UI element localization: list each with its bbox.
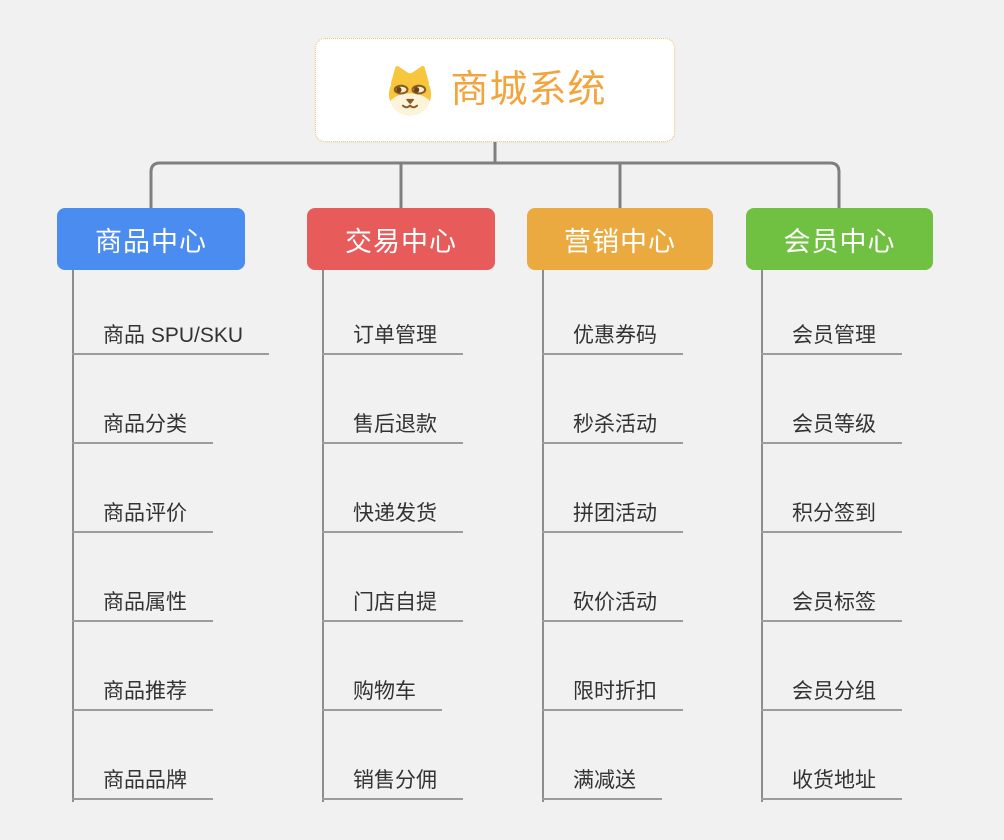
root-node[interactable]: 商城系统: [315, 38, 675, 142]
leaf-node[interactable]: 订单管理: [322, 266, 463, 355]
leaf-node[interactable]: 商品 SPU/SKU: [72, 266, 270, 355]
leaf-node[interactable]: 会员分组: [761, 622, 902, 711]
leaf-node[interactable]: 售后退款: [322, 355, 463, 444]
leaf-node[interactable]: 商品推荐: [72, 622, 213, 711]
doge-icon: [383, 63, 437, 117]
leaf-node[interactable]: 快递发货: [322, 444, 463, 533]
leaf-node[interactable]: 会员管理: [761, 266, 902, 355]
leaf-node[interactable]: 秒杀活动: [542, 355, 683, 444]
branch-label: 交易中心: [345, 226, 457, 257]
branch-label: 营销中心: [564, 226, 676, 257]
leaf-column-product: 商品 SPU/SKU 商品分类 商品评价 商品属性 商品推荐 商品品牌: [72, 266, 270, 800]
leaf-node[interactable]: 商品评价: [72, 444, 213, 533]
branch-rail-line: [149, 161, 841, 208]
leaf-node[interactable]: 商品品牌: [72, 711, 213, 800]
branch-label: 会员中心: [783, 226, 896, 257]
leaf-node[interactable]: 收货地址: [761, 711, 902, 800]
leaf-node[interactable]: 限时折扣: [542, 622, 683, 711]
leaf-node[interactable]: 会员标签: [761, 533, 902, 622]
branch-node-member-center[interactable]: 会员中心: [746, 208, 933, 270]
leaf-node[interactable]: 积分签到: [761, 444, 902, 533]
branch-node-marketing-center[interactable]: 营销中心: [527, 208, 713, 270]
leaf-node[interactable]: 优惠券码: [542, 266, 683, 355]
branch-spine: [72, 270, 74, 802]
branch-spine: [542, 270, 544, 802]
leaf-node[interactable]: 销售分佣: [322, 711, 463, 800]
leaf-node[interactable]: 门店自提: [322, 533, 463, 622]
leaf-node[interactable]: 购物车: [322, 622, 442, 711]
leaf-node[interactable]: 商品属性: [72, 533, 213, 622]
leaf-column-marketing: 优惠券码 秒杀活动 拼团活动 砍价活动 限时折扣 满减送: [542, 266, 683, 800]
branch-node-product-center[interactable]: 商品中心: [57, 208, 245, 270]
leaf-node[interactable]: 商品分类: [72, 355, 213, 444]
branch-spine: [761, 270, 763, 802]
leaf-node[interactable]: 砍价活动: [542, 533, 683, 622]
leaf-column-trade: 订单管理 售后退款 快递发货 门店自提 购物车 销售分佣: [322, 266, 463, 800]
root-title: 商城系统: [450, 69, 607, 111]
branch-spine: [322, 270, 324, 802]
branch-label: 商品中心: [95, 226, 207, 257]
leaf-node[interactable]: 满减送: [542, 711, 662, 800]
branch-node-trade-center[interactable]: 交易中心: [307, 208, 495, 270]
leaf-column-member: 会员管理 会员等级 积分签到 会员标签 会员分组 收货地址: [761, 266, 902, 800]
leaf-node[interactable]: 拼团活动: [542, 444, 683, 533]
leaf-node[interactable]: 会员等级: [761, 355, 902, 444]
